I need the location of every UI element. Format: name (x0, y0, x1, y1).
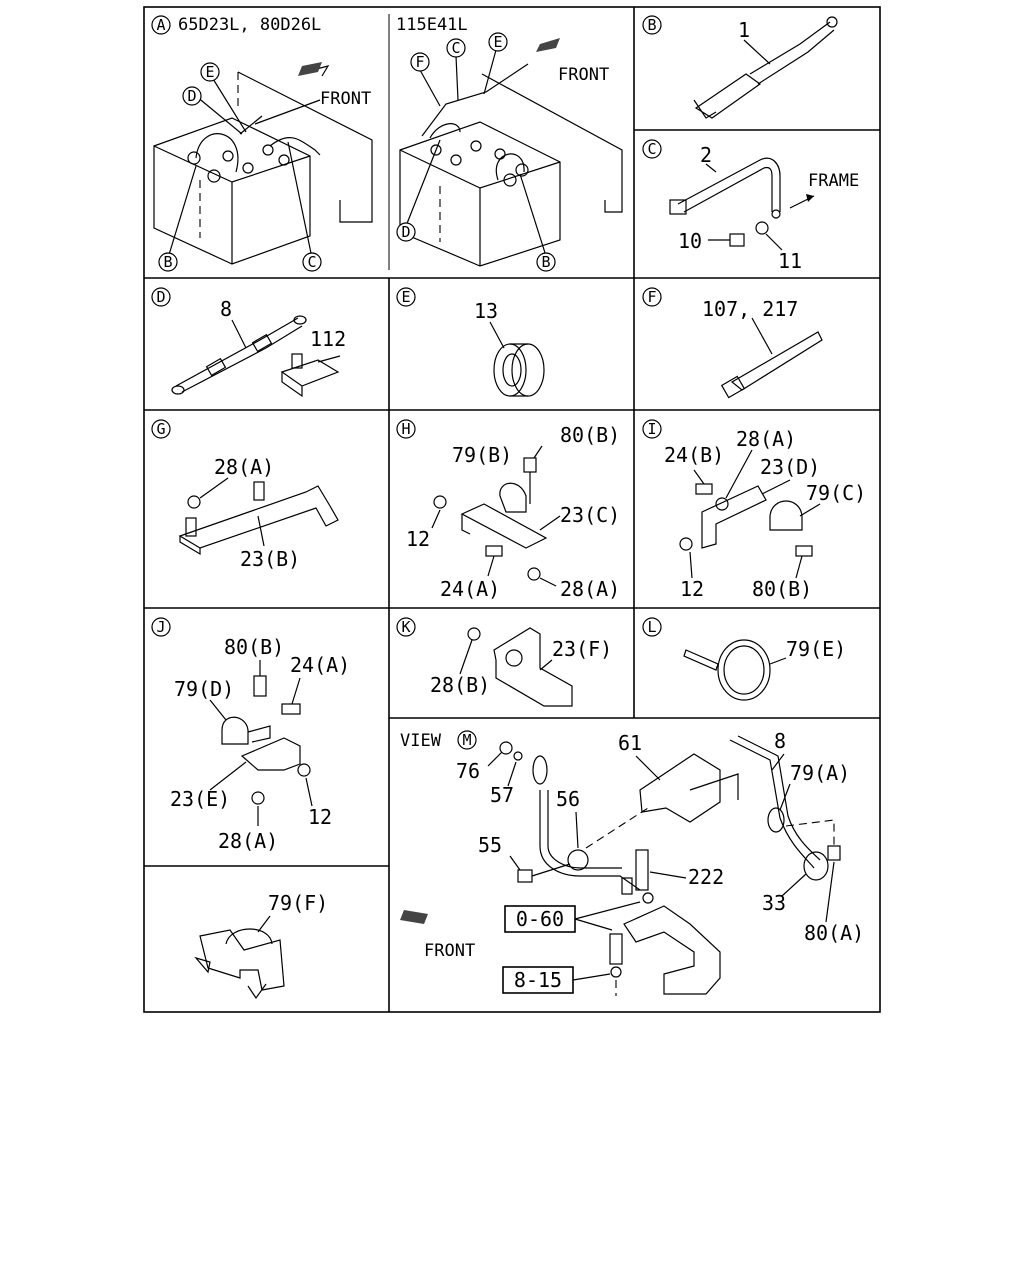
part-23b-label: 23(B) (240, 547, 300, 571)
panel-f-code: F (647, 288, 656, 306)
part-79c-label: 79(C) (806, 481, 866, 505)
part-57-label: 57 (490, 783, 514, 807)
part-12-label-i: 12 (680, 577, 704, 601)
part-28a-label-h: 28(A) (560, 577, 620, 601)
part-23d-label: 23(D) (760, 455, 820, 479)
callout-c-left: C (307, 253, 316, 271)
panel-a-code: A (156, 16, 165, 34)
callout-e-left: E (205, 63, 214, 81)
battery-left-illustration: FRONT E D B C (153, 62, 373, 272)
panel-i-code: I (647, 420, 656, 438)
panel-h-code: H (401, 420, 410, 438)
panel-b-code: B (647, 16, 656, 34)
panel-j: J 80(B) 24(A) 79(D) 23(E) 12 28(A) (151, 617, 350, 853)
part-79f-label: 79(F) (268, 891, 328, 915)
part-23f-label: 23(F) (552, 637, 612, 661)
panel-d-code: D (156, 288, 165, 306)
panel-g-code: G (156, 420, 165, 438)
panel-j-code: J (156, 618, 165, 636)
part-2-label: 2 (700, 143, 712, 167)
panel-e: E 13 (396, 287, 545, 397)
part-28a-label-g: 28(A) (214, 455, 274, 479)
part-80b-label-i: 80(B) (752, 577, 812, 601)
panel-d: D 8 112 (151, 287, 346, 398)
part-24a-label-h: 24(A) (440, 577, 500, 601)
front-label-right: FRONT (558, 65, 609, 85)
panel-e-code: E (401, 288, 410, 306)
panel-79f: 79(F) (194, 891, 328, 1000)
panel-a-left-title: 65D23L, 80D26L (178, 15, 321, 35)
part-12-label-j: 12 (308, 805, 332, 829)
part-79e-label: 79(E) (786, 637, 846, 661)
part-12-label-h: 12 (406, 527, 430, 551)
panel-l-code: L (647, 618, 656, 636)
ref-box-8-15: 8-15 (514, 968, 562, 992)
panel-i: I 24(B) 28(A) 23(D) 79(C) 12 80(B) (642, 419, 866, 601)
part-61-label: 61 (618, 731, 642, 755)
callout-b-right: B (541, 253, 550, 271)
part-8-label-d: 8 (220, 297, 232, 321)
part-11-label: 11 (778, 249, 802, 273)
callout-e-right: E (493, 33, 502, 51)
callout-d-left: D (187, 87, 196, 105)
panel-h: H 79(B) 80(B) 12 23(C) 24(A) 28(A) (396, 419, 620, 601)
panel-view-m: VIEW M FRONT 76 57 56 55 (400, 729, 864, 996)
part-80b-label-j: 80(B) (224, 635, 284, 659)
callout-c-right: C (451, 39, 460, 57)
panel-b: B 1 (642, 15, 838, 119)
part-33-label: 33 (762, 891, 786, 915)
panel-k: K 23(F) 28(B) (396, 617, 612, 707)
part-107-217-label: 107, 217 (702, 297, 798, 321)
part-222-label: 222 (688, 865, 724, 889)
part-24a-label-j: 24(A) (290, 653, 350, 677)
panel-l: L 79(E) (642, 617, 846, 701)
part-80a-label: 80(A) (804, 921, 864, 945)
panel-a-right-title: 115E41L (396, 15, 468, 35)
part-23e-label: 23(E) (170, 787, 230, 811)
panel-f: F 107, 217 (642, 287, 823, 399)
front-label-left: FRONT (320, 89, 371, 109)
battery-right-illustration: FRONT C E F D B (396, 32, 623, 272)
part-80b-label-h: 80(B) (560, 423, 620, 447)
panel-c-code: C (647, 140, 656, 158)
part-28a-label-i: 28(A) (736, 427, 796, 451)
part-28b-label: 28(B) (430, 673, 490, 697)
view-m-label: VIEW (400, 731, 442, 751)
view-m-code: M (462, 731, 471, 749)
part-10-label: 10 (678, 229, 702, 253)
part-24b-label: 24(B) (664, 443, 724, 467)
part-8-label-m: 8 (774, 729, 786, 753)
part-79d-label: 79(D) (174, 677, 234, 701)
panel-k-code: K (401, 618, 410, 636)
callout-f-right: F (415, 53, 424, 71)
part-1-label: 1 (738, 18, 750, 42)
panel-a: A 65D23L, 80D26L 115E41L FRONT E (151, 15, 623, 272)
panel-g: G 28(A) 23(B) (151, 419, 339, 571)
callout-d-right: D (401, 223, 410, 241)
part-56-label: 56 (556, 787, 580, 811)
part-79b-label: 79(B) (452, 443, 512, 467)
part-79a-label: 79(A) (790, 761, 850, 785)
part-13-label: 13 (474, 299, 498, 323)
part-55-label: 55 (478, 833, 502, 857)
part-112-label: 112 (310, 327, 346, 351)
part-28a-label-j: 28(A) (218, 829, 278, 853)
diagram-grid (143, 6, 881, 1013)
frame-label: FRAME (808, 171, 859, 191)
part-76-label: 76 (456, 759, 480, 783)
panel-c: C FRAME 2 10 11 (642, 139, 859, 273)
callout-b-left: B (163, 253, 172, 271)
part-23c-label: 23(C) (560, 503, 620, 527)
front-label-view-m: FRONT (424, 941, 475, 961)
ref-box-0-60: 0-60 (516, 907, 564, 931)
